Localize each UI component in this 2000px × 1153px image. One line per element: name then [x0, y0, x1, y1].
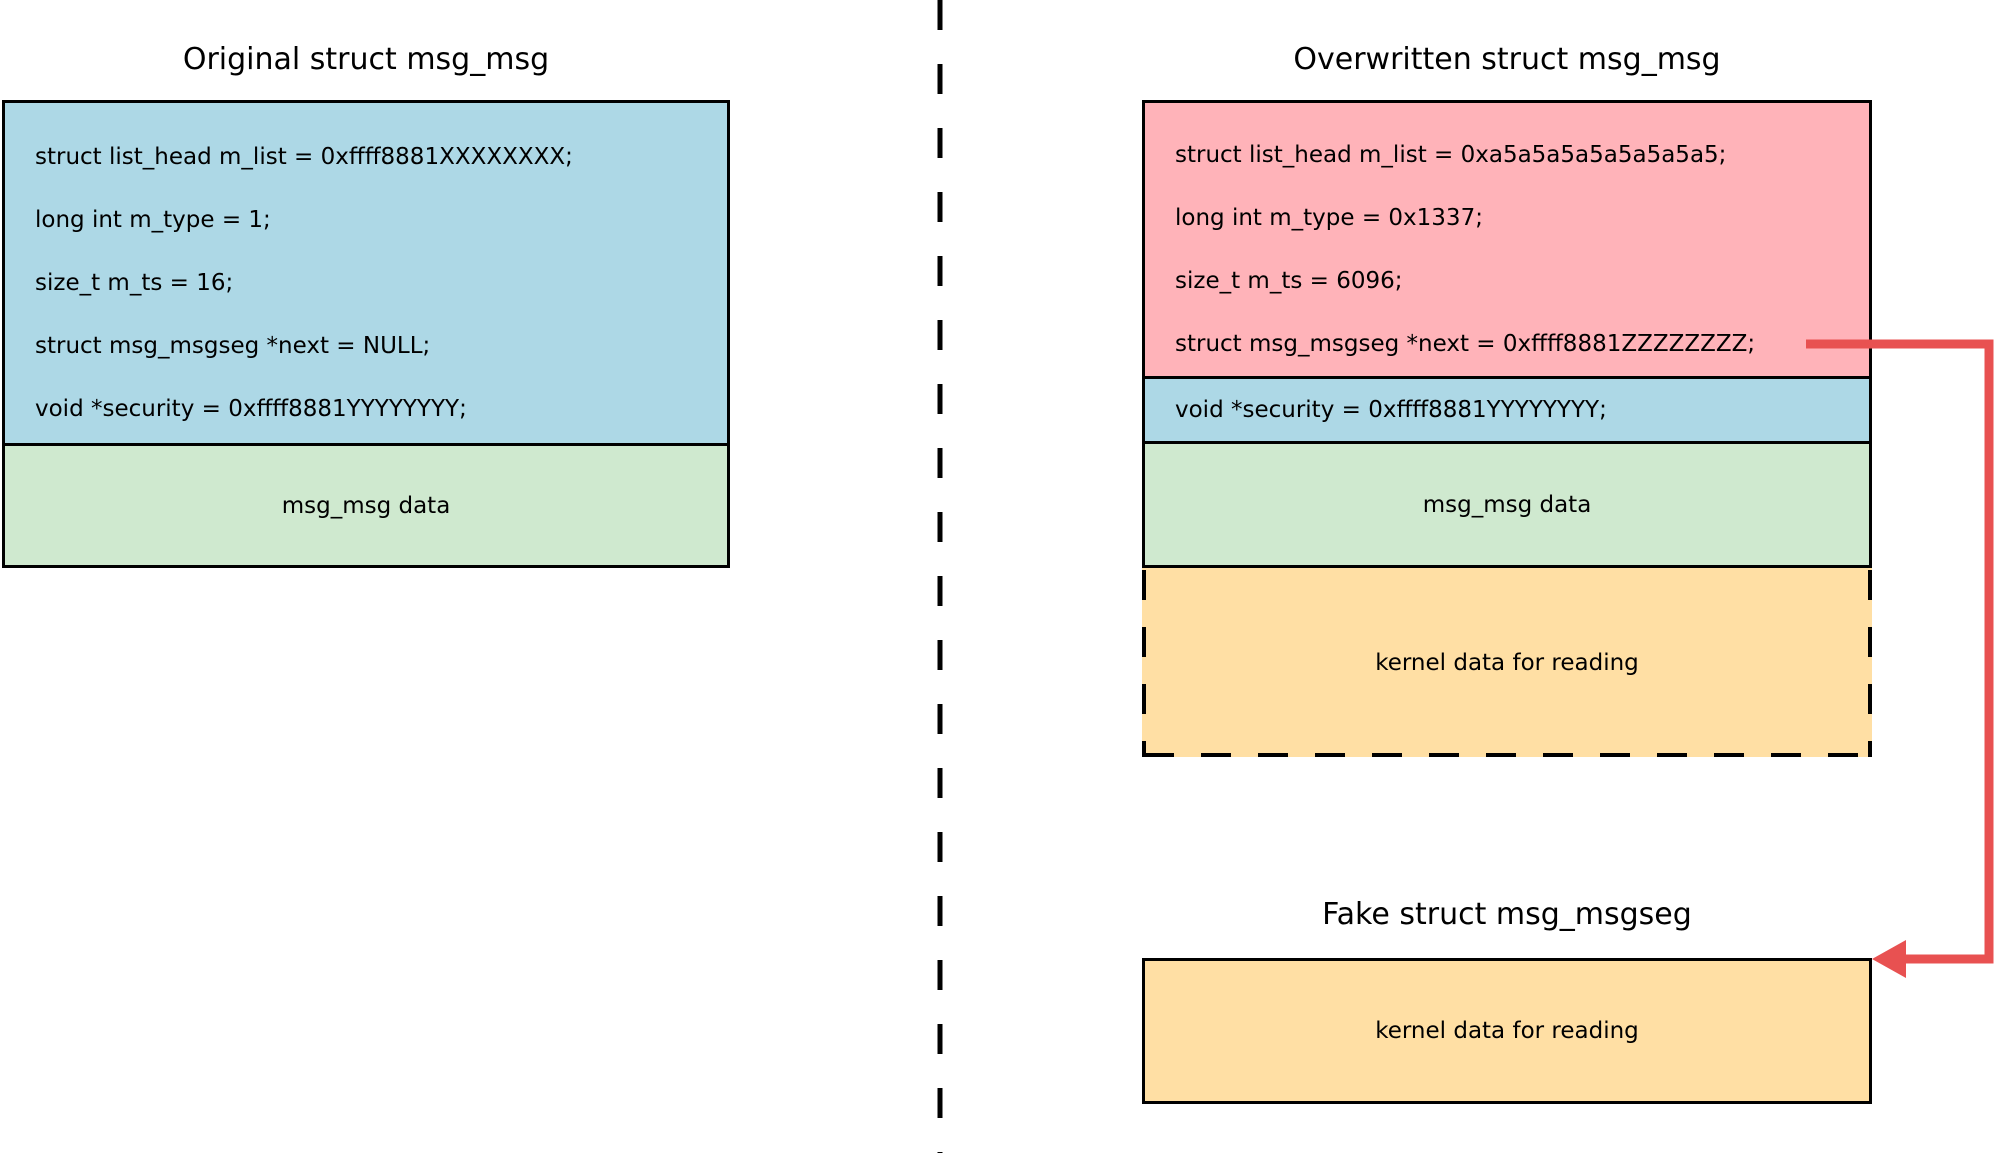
struct-field-m-list: struct list_head m_list = 0xa5a5a5a5a5a5…: [1175, 141, 1727, 168]
struct-field-m-type: long int m_type = 1;: [35, 206, 271, 233]
struct-field-m-list: struct list_head m_list = 0xffff8881XXXX…: [35, 143, 573, 170]
original-struct-fields-section: struct list_head m_list = 0xffff8881XXXX…: [5, 103, 727, 443]
fake-struct-title: Fake struct msg_msgseg: [1322, 897, 1692, 932]
overwritten-struct-box: struct list_head m_list = 0xa5a5a5a5a5a5…: [1142, 100, 1872, 568]
overwritten-msg-data-section: msg_msg data: [1145, 441, 1869, 565]
struct-field-next: struct msg_msgseg *next = 0xffff8881ZZZZ…: [1175, 330, 1756, 357]
kernel-data-oob-section: kernel data for reading: [1142, 568, 1872, 757]
original-struct-box: struct list_head m_list = 0xffff8881XXXX…: [2, 100, 730, 568]
struct-field-security: void *security = 0xffff8881YYYYYYYY;: [35, 395, 467, 422]
struct-field-m-type: long int m_type = 0x1337;: [1175, 204, 1483, 231]
overwritten-fields-section: struct list_head m_list = 0xa5a5a5a5a5a5…: [1145, 103, 1869, 376]
intact-security-section: void *security = 0xffff8881YYYYYYYY;: [1145, 376, 1869, 441]
struct-field-security: void *security = 0xffff8881YYYYYYYY;: [1175, 397, 1607, 423]
fake-struct-box: kernel data for reading: [1142, 958, 1872, 1104]
struct-field-m-ts: size_t m_ts = 6096;: [1175, 267, 1403, 294]
next-pointer-arrow-head: [1872, 940, 1906, 978]
struct-field-next: struct msg_msgseg *next = NULL;: [35, 332, 431, 359]
original-struct-title: Original struct msg_msg: [182, 42, 550, 77]
struct-field-m-ts: size_t m_ts = 16;: [35, 269, 234, 296]
original-msg-data-section: msg_msg data: [5, 443, 727, 565]
overwritten-struct-title: Overwritten struct msg_msg: [1293, 42, 1721, 77]
